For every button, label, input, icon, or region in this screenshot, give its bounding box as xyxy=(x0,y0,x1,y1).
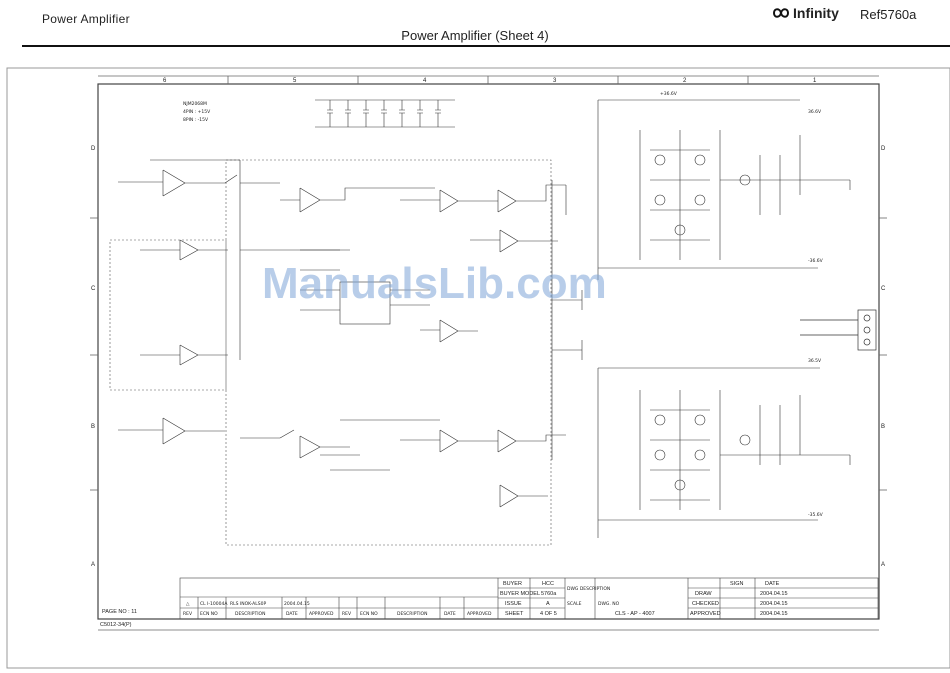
zone-column-4: 4 xyxy=(423,78,427,84)
tb-sign-label: SIGN xyxy=(730,581,743,587)
rail-label-3: 36.6V xyxy=(808,109,822,115)
tb-dwg-no-label: DWG. NO xyxy=(598,601,620,607)
tb-approved-label: APPROVED xyxy=(690,611,721,617)
rail-label-4: -35.6V xyxy=(808,512,824,518)
zone-row-B-right: B xyxy=(881,424,885,430)
form-code: C5012-34(P) xyxy=(100,622,132,628)
zone-row-D-left: D xyxy=(91,146,96,152)
zone-ticks xyxy=(90,76,887,491)
revision-header: REV xyxy=(342,611,352,617)
tb-buyer-model-label: BUYER MODEL xyxy=(500,591,540,597)
zone-column-6: 6 xyxy=(163,78,167,84)
rev-date: 2004.04.15 xyxy=(284,601,310,607)
output-stage-upper xyxy=(597,99,851,280)
tb-sheet-label: SHEET xyxy=(505,611,524,617)
rail-label-5: 36.5V xyxy=(808,358,822,364)
zone-row-C-right: C xyxy=(881,286,886,292)
tb-buyer-model-value: 5760a xyxy=(541,591,557,597)
tb-dwg-no-value: CLS - AP - 4007 xyxy=(615,611,655,617)
revision-header: DESCRIPTION xyxy=(235,611,265,617)
tb-scale-label: SCALE xyxy=(567,601,582,607)
note-pin4: 4PIN : +15V xyxy=(183,109,211,115)
zone-column-labels: 6 5 4 3 2 1 xyxy=(163,78,817,84)
revision-header: ECN NO xyxy=(200,611,218,617)
tb-approved-date: 2004.04.15 xyxy=(760,611,788,617)
revision-header: APPROVED xyxy=(467,611,492,617)
note-pin8: 8PIN : -15V xyxy=(183,117,209,123)
tb-date-label: DATE xyxy=(765,581,780,587)
zone-row-D-right: D xyxy=(881,146,886,152)
tb-sheet-value: 4 OF 5 xyxy=(540,611,557,617)
inner-border xyxy=(97,83,880,620)
rev-ecn: CL I-10004A xyxy=(200,601,228,607)
schematic-wiring-upper xyxy=(118,159,583,460)
tb-checked-label: CHECKED xyxy=(692,601,719,607)
tb-checked-date: 2004.04.15 xyxy=(760,601,788,607)
revision-header: DESCRIPTION xyxy=(397,611,427,617)
page-title: Power Amplifier (Sheet 4) xyxy=(401,28,549,43)
title-block xyxy=(179,577,879,620)
rev-desc: RLS INOK-ALS0P xyxy=(230,601,266,607)
revision-header: DATE xyxy=(286,611,298,617)
header-rule xyxy=(22,45,950,47)
model-number: Ref5760a xyxy=(860,7,917,22)
tb-buyer-value: HCC xyxy=(542,581,554,587)
header-left-label: Power Amplifier xyxy=(42,12,130,26)
tb-dwg-label: DWG DESCRIPTION xyxy=(567,586,610,592)
infinity-logo-icon xyxy=(772,8,790,18)
decoupling-capacitor-bank xyxy=(315,99,455,128)
zone-column-3: 3 xyxy=(553,78,557,84)
preamp-module-outline xyxy=(225,159,552,546)
tb-draw-label: DRAW xyxy=(695,591,712,597)
zone-row-B-left: B xyxy=(91,424,95,430)
zone-column-1: 1 xyxy=(813,78,817,84)
schematic-wiring-lower xyxy=(118,417,566,508)
revision-header: REV xyxy=(183,611,193,617)
rev-symbol: △ xyxy=(186,602,190,607)
rail-label-1: +36.6V xyxy=(660,91,678,97)
zone-column-2: 2 xyxy=(683,78,687,84)
rail-label-2: -36.6V xyxy=(808,258,824,264)
output-stage-lower xyxy=(597,367,851,538)
brand-name: Infinity xyxy=(793,5,839,21)
zone-row-C-left: C xyxy=(91,286,96,292)
brand-logo: Infinity xyxy=(772,5,839,21)
tb-issue-label: ISSUE xyxy=(505,601,522,607)
zone-row-A-left: A xyxy=(91,562,95,568)
zone-column-5: 5 xyxy=(293,78,297,84)
revision-header: APPROVED xyxy=(309,611,334,617)
revision-header: DATE xyxy=(444,611,456,617)
watermark: ManualsLib.com xyxy=(262,259,607,308)
note-opamp: NJM2068M xyxy=(183,101,207,107)
tb-issue-value: A xyxy=(546,601,550,607)
revision-header: ECN NO xyxy=(360,611,378,617)
tb-buyer-label: BUYER xyxy=(503,581,522,587)
zone-row-A-right: A xyxy=(881,562,885,568)
speaker-output-terminals xyxy=(800,309,877,351)
outer-border xyxy=(6,67,950,669)
input-module-outline xyxy=(109,239,227,391)
page-number: PAGE NO : 11 xyxy=(102,609,137,615)
revision-headers: REV ECN NO DESCRIPTION DATE APPROVED REV ECN N… xyxy=(183,611,492,617)
zone-row-labels: D D C C B B A A xyxy=(91,146,886,568)
tb-draw-date: 2004.04.15 xyxy=(760,591,788,597)
